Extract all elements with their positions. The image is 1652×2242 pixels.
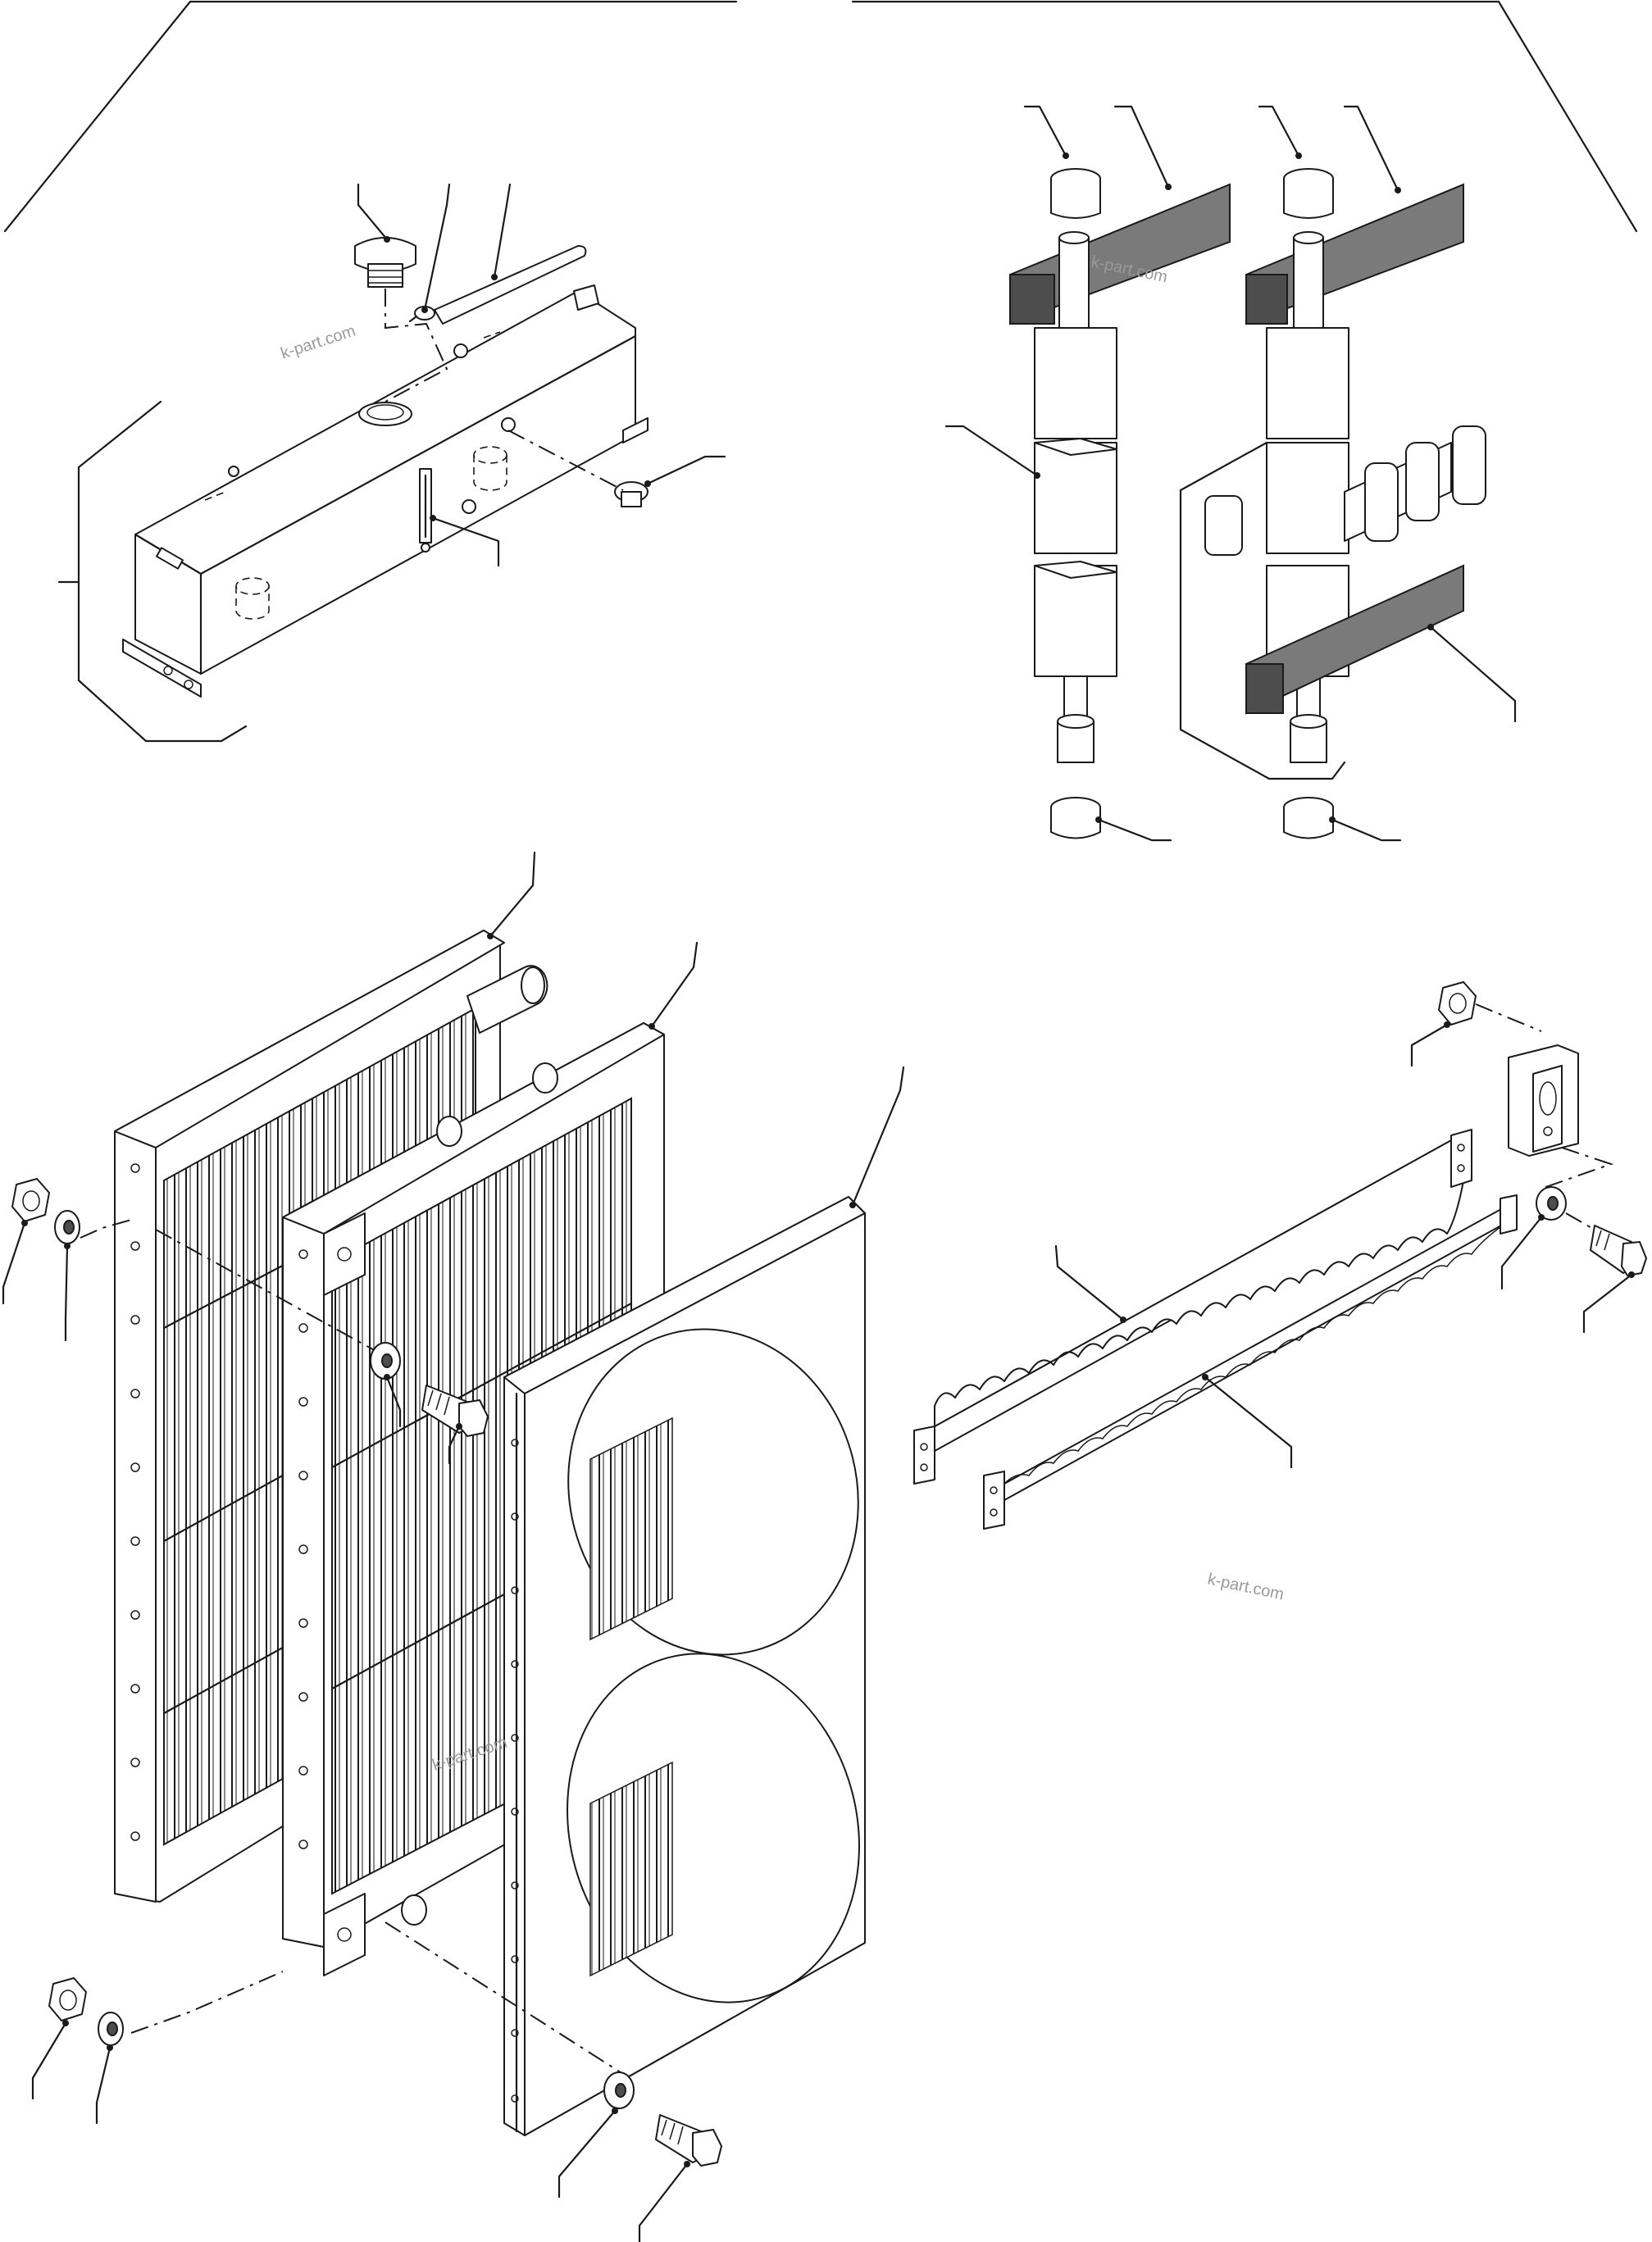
washer-lower-left: [98, 2012, 124, 2046]
core-bolt-holes: [130, 1163, 140, 1841]
washer-middle: [370, 1342, 401, 1380]
washer-upper-left: [54, 1210, 80, 1244]
seal-bar-lower: [983, 1194, 1518, 1530]
washer-lower-right: [603, 2071, 635, 2109]
shroud-bolt-holes: [511, 1439, 519, 2103]
breather-hose: [434, 245, 587, 325]
callouts: [2, 851, 905, 2242]
callouts: [1054, 1021, 1635, 1469]
watermark-1: k-part.com: [279, 322, 358, 363]
drain-plug: [614, 481, 649, 507]
seal-assembly-left: [1009, 168, 1231, 839]
group-bracket: [77, 400, 248, 743]
watermark-4: k-part.com: [1206, 1570, 1286, 1603]
frame-lines: [3, 0, 1638, 233]
tank-body: [122, 284, 649, 698]
hydraulic-tank-group: k-part.com: [57, 183, 726, 743]
mounting-bracket: [1508, 1044, 1579, 1157]
radiator-seals-group: k-part.com: [944, 105, 1517, 842]
nut-bracket: [1438, 981, 1477, 1025]
nut-upper-left: [11, 1178, 50, 1222]
radiator-shroud-group: k-part.com: [2, 851, 905, 2242]
seal-assembly-right: [1204, 168, 1486, 839]
bolt-bracket: [1590, 1225, 1647, 1276]
callouts: [944, 105, 1517, 842]
callouts: [357, 183, 726, 567]
nut-lower-left: [48, 1977, 87, 2021]
bolt-middle: [421, 1385, 489, 1437]
seal-group-bracket: [1179, 441, 1346, 780]
washer-bracket: [1536, 1186, 1567, 1221]
bolt-lower-right: [655, 2114, 722, 2167]
cooler-bolt-holes: [298, 1249, 308, 1849]
breather-cap: [354, 237, 416, 288]
seal-bar-upper: [913, 1129, 1472, 1485]
fan-shroud: [503, 1196, 866, 2136]
seal-bars-group: k-part.com: [913, 981, 1647, 1604]
